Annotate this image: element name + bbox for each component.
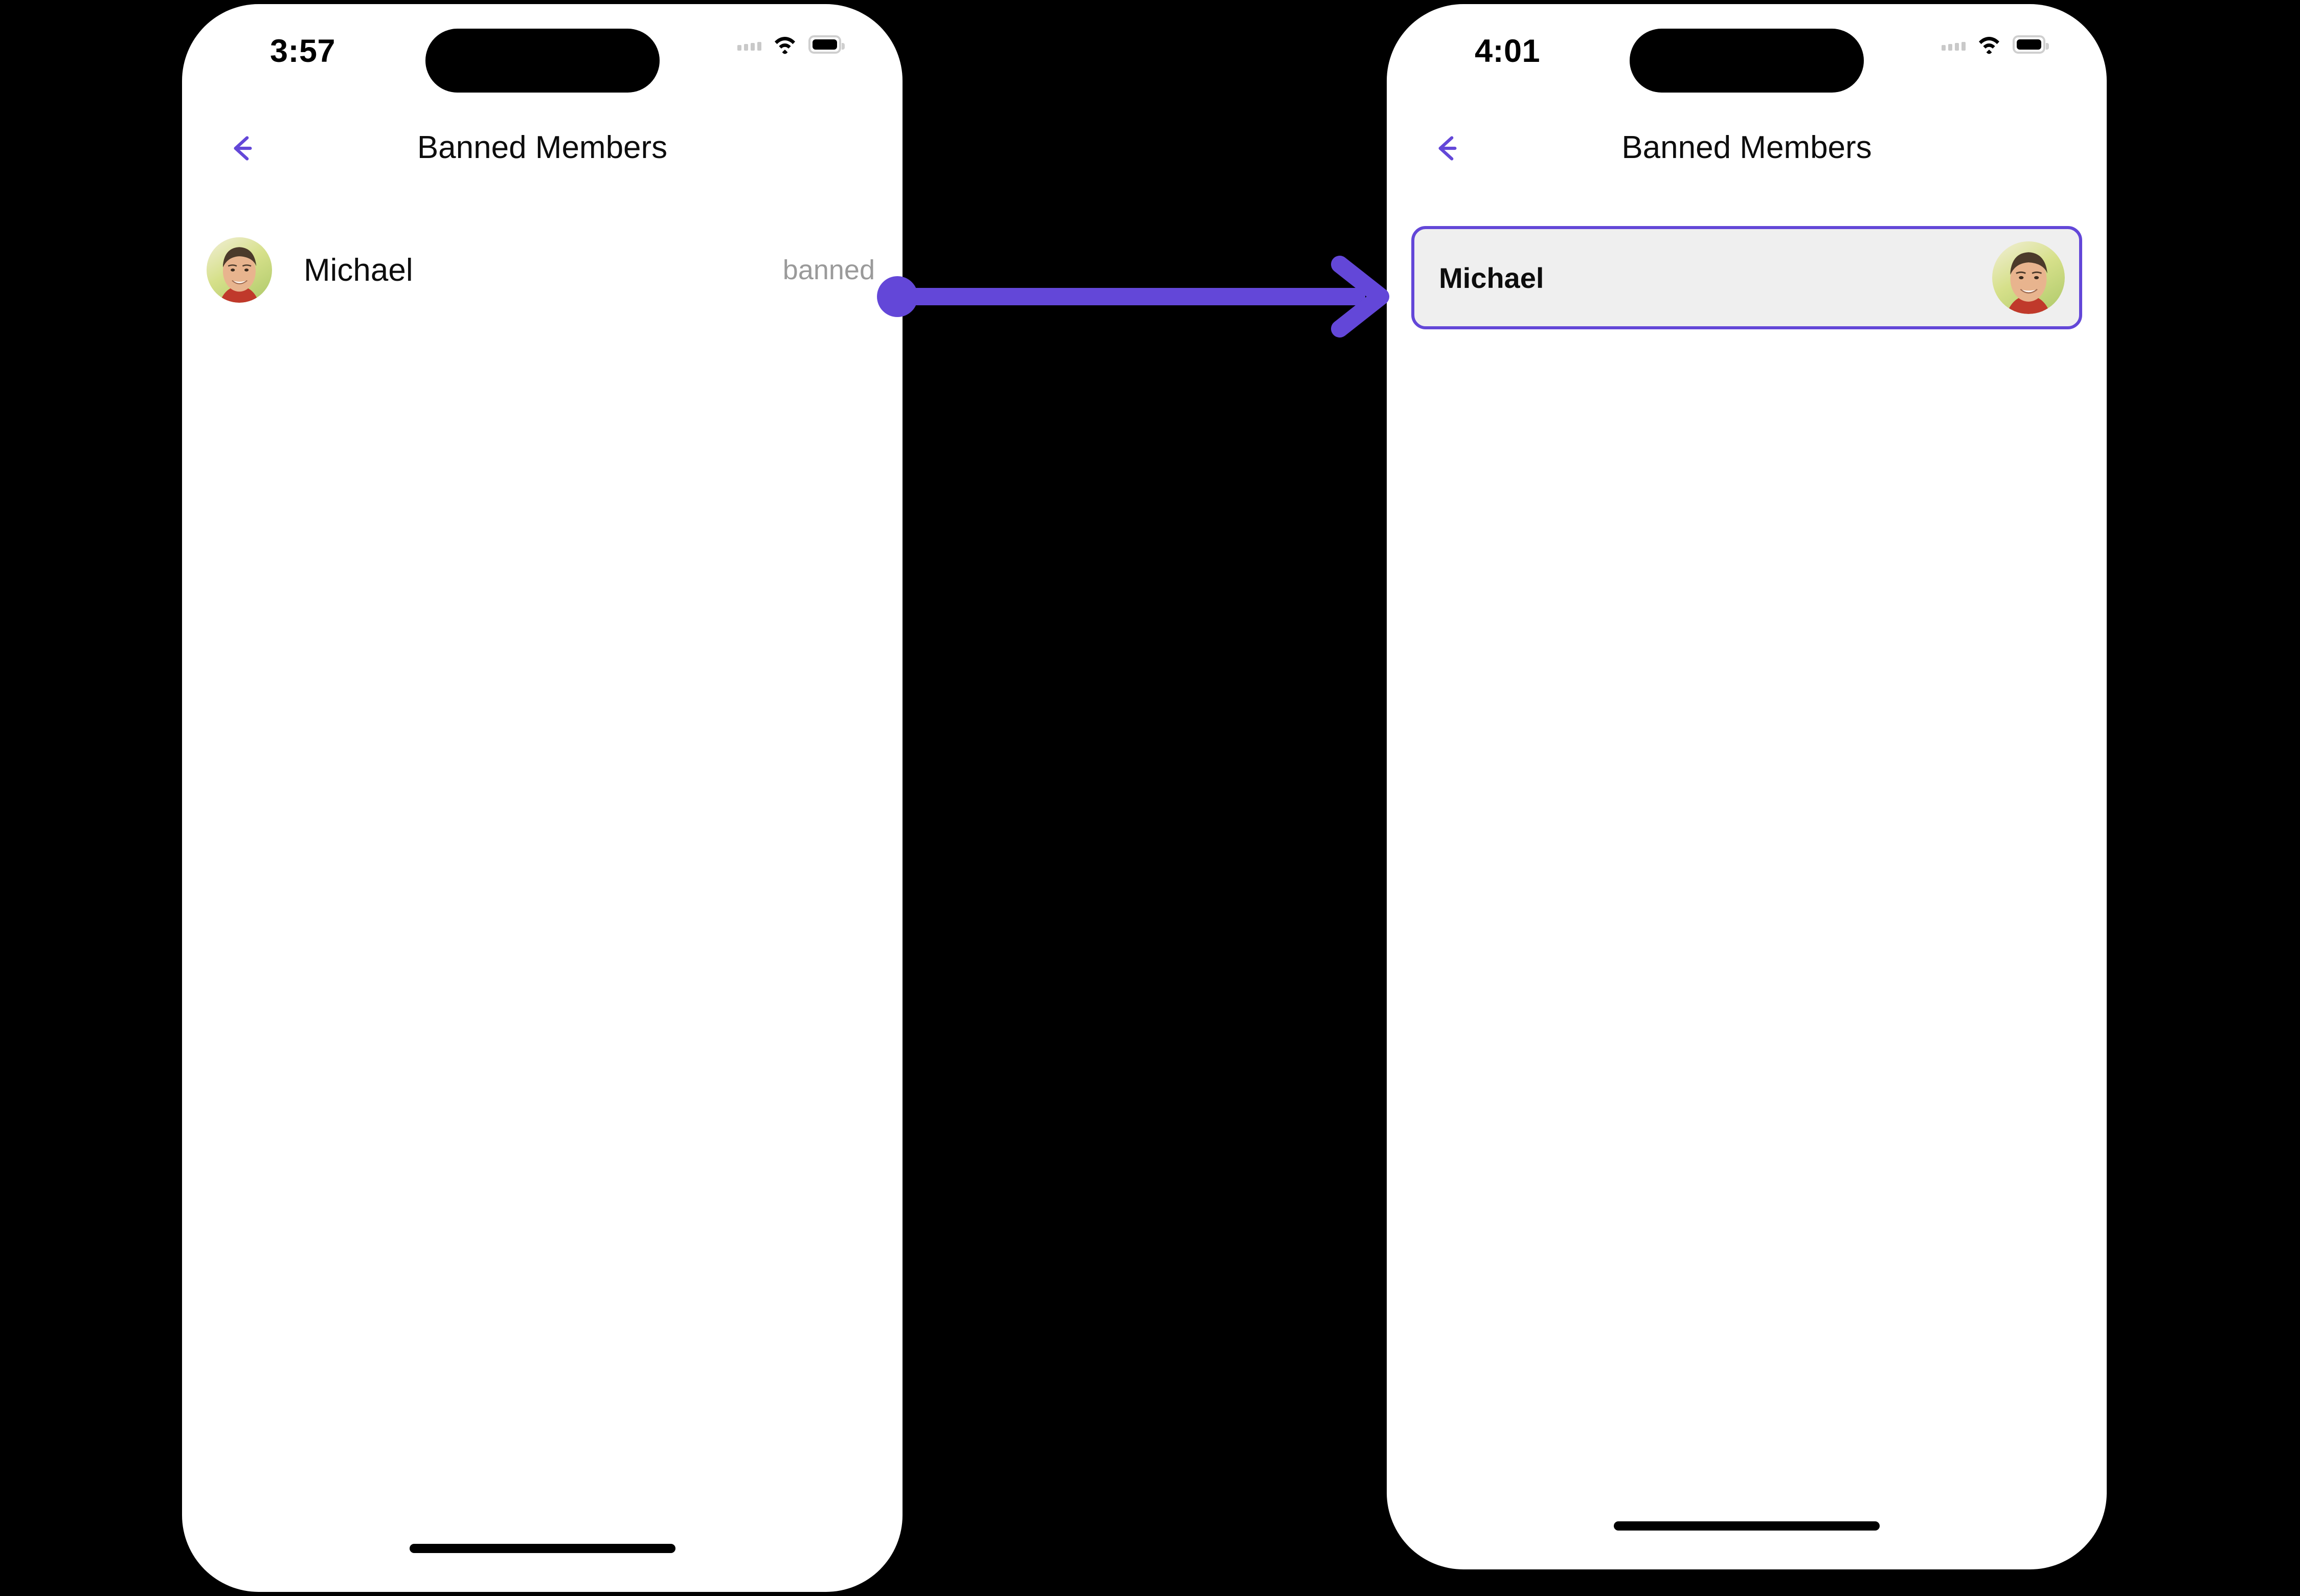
wifi-icon: [773, 34, 797, 55]
member-name: Michael: [1439, 261, 1544, 294]
page-title: Banned Members: [417, 130, 668, 165]
home-indicator: [1614, 1521, 1880, 1531]
avatar-michael: [1992, 241, 2065, 314]
phone-screen-after: 4:01 Banned Members Michael: [1387, 4, 2107, 1569]
status-bar: 4:01: [1387, 4, 2107, 99]
status-time: 3:57: [270, 33, 336, 69]
status-icons: [1942, 34, 2049, 55]
nav-header: Banned Members: [182, 129, 903, 191]
phone-screen-before: 3:57 Banned Members: [182, 4, 903, 1592]
transition-arrow: [877, 253, 1396, 340]
status-bar: 3:57: [182, 4, 903, 99]
list-item[interactable]: Michael banned: [207, 237, 878, 303]
page-title: Banned Members: [1621, 130, 1872, 165]
member-name: Michael: [304, 252, 413, 288]
status-time: 4:01: [1475, 33, 1541, 69]
nav-header: Banned Members: [1387, 129, 2107, 191]
back-arrow-icon[interactable]: [224, 129, 262, 167]
battery-icon: [2013, 35, 2049, 54]
dynamic-island: [1630, 29, 1864, 93]
status-badge: banned: [782, 255, 875, 285]
dynamic-island: [425, 29, 660, 93]
signal-dots-icon: [737, 37, 761, 52]
wifi-icon: [1977, 34, 2001, 55]
battery-icon: [808, 35, 845, 54]
list-item-highlighted[interactable]: Michael: [1411, 226, 2082, 329]
status-icons: [737, 34, 845, 55]
home-indicator: [409, 1544, 675, 1553]
avatar-michael: [207, 237, 272, 303]
back-arrow-icon[interactable]: [1429, 129, 1467, 167]
arrow-right-icon: [1331, 256, 1389, 338]
signal-dots-icon: [1942, 37, 1966, 52]
